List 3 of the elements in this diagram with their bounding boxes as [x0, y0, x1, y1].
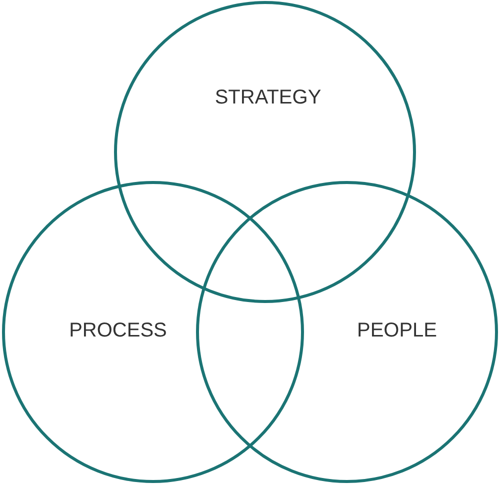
circle-label: STRATEGY [214, 86, 322, 110]
circle-label: PEOPLE [356, 320, 438, 342]
circle-label: PROCESS [69, 320, 167, 342]
